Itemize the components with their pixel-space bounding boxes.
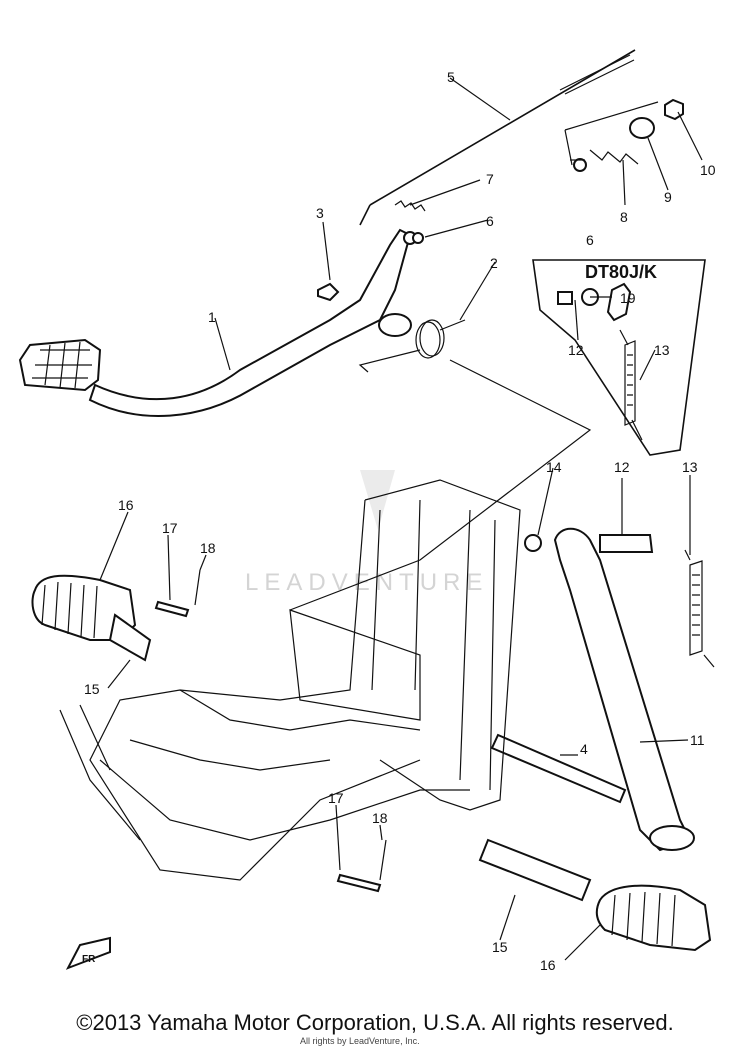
return-spring — [358, 319, 466, 373]
callout-1: 1 — [208, 309, 216, 325]
brake-rod — [359, 49, 636, 226]
callout-16: 16 — [118, 497, 134, 513]
stand-spring — [684, 549, 715, 668]
callout-15: 15 — [84, 681, 100, 697]
callout-19: 19 — [620, 290, 636, 306]
callout-17: 17 — [162, 520, 178, 536]
main-stand — [524, 527, 695, 852]
copyright-footer: ©2013 Yamaha Motor Corporation, U.S.A. A… — [76, 1010, 674, 1035]
callout-4: 4 — [580, 741, 588, 757]
callout-7: 7 — [486, 171, 494, 187]
callout-10: 10 — [700, 162, 716, 178]
watermark-text: LEADVENTURE — [245, 569, 488, 596]
callout-18: 18 — [200, 540, 216, 556]
callout-6: 6 — [486, 213, 494, 229]
callout-12: 12 — [568, 342, 584, 358]
brake-pedal — [18, 228, 417, 418]
washer-6a — [412, 232, 424, 244]
leader-lines — [99, 77, 703, 961]
callout-16b: 16 — [540, 957, 556, 973]
callout-13b: 13 — [682, 459, 698, 475]
callout-15b: 15 — [492, 939, 508, 955]
callout-6b: 6 — [586, 232, 594, 248]
callout-12b: 12 — [614, 459, 630, 475]
adjuster-parts — [564, 98, 684, 172]
watermark-logo — [360, 470, 395, 530]
callout-2: 2 — [490, 255, 498, 271]
front-badge-text: FR — [82, 954, 96, 965]
callout-11: 11 — [690, 732, 705, 748]
spring-7 — [394, 200, 426, 212]
parts-diagram: LEADVENTURE — [18, 49, 716, 973]
callout-18b: 18 — [372, 810, 388, 826]
variant-box — [532, 259, 706, 456]
front-indicator-badge: FR — [65, 936, 111, 970]
callout-8: 8 — [620, 209, 628, 225]
variant-box-title: DT80J/K — [585, 262, 657, 282]
clip-3 — [317, 282, 340, 302]
frame — [59, 359, 592, 881]
bolts-17-18 — [154, 569, 387, 893]
footrest-right — [478, 838, 712, 952]
callout-17b: 17 — [328, 790, 344, 806]
callout-13: 13 — [654, 342, 670, 358]
callout-9: 9 — [664, 189, 672, 205]
callout-14: 14 — [546, 459, 562, 475]
copyright-subtext: All rights by LeadVenture, Inc. — [300, 1036, 420, 1046]
callout-5: 5 — [447, 69, 455, 85]
pivot-shaft — [490, 733, 627, 804]
callout-3: 3 — [316, 205, 324, 221]
footrest-left — [31, 574, 152, 662]
